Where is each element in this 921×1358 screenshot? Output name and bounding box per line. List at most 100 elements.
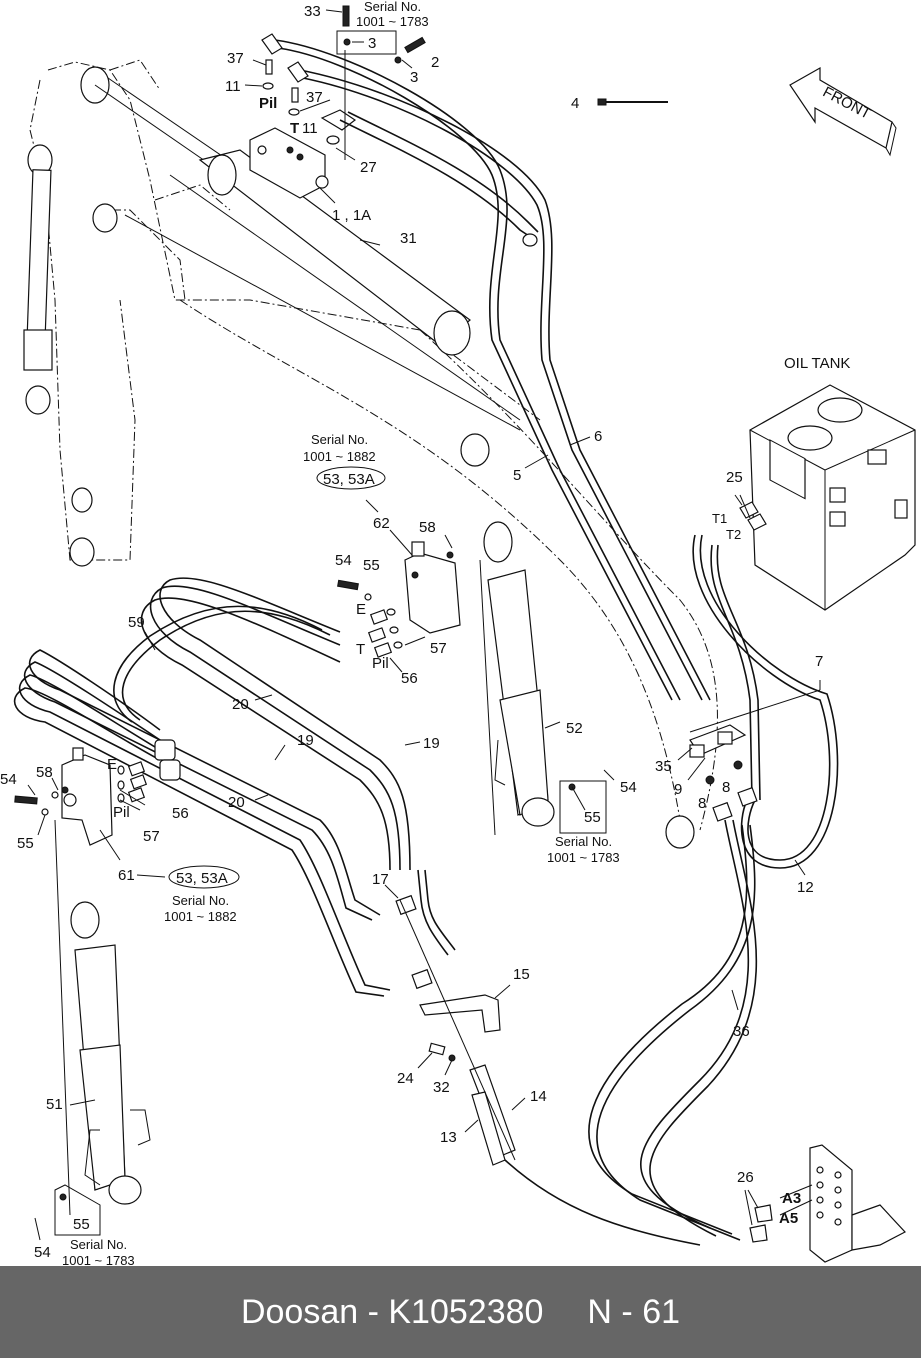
callout-62: 62 — [373, 515, 390, 532]
hose-36 — [588, 819, 758, 1241]
valve-block-61 — [14, 747, 113, 846]
fitting-17 — [395, 894, 701, 1246]
port-label-a3: A3 — [782, 1190, 801, 1207]
front-arrow-icon: FRONT — [789, 66, 897, 157]
callout-31: 31 — [400, 230, 417, 247]
valve-block-62 — [404, 541, 461, 634]
callout-5: 5 — [513, 467, 521, 484]
port-label-t2: T2 — [726, 527, 741, 542]
callout-11: 11 — [225, 78, 241, 95]
footer-page-number: N - 61 — [587, 1292, 681, 1331]
callout-54c: 54 — [620, 779, 637, 796]
port-label-t1: T1 — [712, 511, 727, 526]
fittings-62 — [337, 579, 403, 658]
callout-32: 32 — [433, 1079, 450, 1096]
callout-56b: 56 — [172, 805, 189, 822]
callout-51: 51 — [46, 1096, 63, 1113]
oil-tank — [749, 384, 916, 611]
callout-19: 19 — [297, 732, 314, 749]
callout-2: 2 — [431, 54, 439, 71]
serial-box-55-left — [54, 1184, 101, 1236]
ref-ellipse-bottom — [168, 865, 240, 889]
callout-58b: 58 — [36, 764, 53, 781]
callout-55e: 55 — [73, 1216, 90, 1233]
callout-54e: 54 — [34, 1244, 51, 1261]
callout-6: 6 — [594, 428, 602, 445]
valve-block-1 — [249, 109, 357, 199]
callout-17: 17 — [372, 871, 389, 888]
callout-58: 58 — [419, 519, 436, 536]
callout-36: 36 — [733, 1023, 750, 1040]
bracket-a3-a5 — [749, 1144, 906, 1263]
fittings-61 — [117, 739, 181, 803]
callout-12: 12 — [797, 879, 814, 896]
callout-54d: 54 — [0, 771, 17, 788]
callout-37: 37 — [227, 50, 244, 67]
callout-9: 9 — [674, 781, 682, 798]
tank-hoses — [692, 501, 839, 869]
serial-heading-3: Serial No. — [555, 834, 612, 849]
port-label-pil-mid: Pil — [372, 655, 389, 672]
port-label-t-mid: T — [356, 641, 365, 658]
port-label-e-mid: E — [356, 601, 366, 618]
callout-33: 33 — [304, 3, 321, 20]
cable-tie-4 — [597, 98, 668, 106]
callout-7: 7 — [815, 653, 823, 670]
callout-4: 4 — [571, 95, 579, 112]
callout-37b: 37 — [306, 89, 323, 106]
ref-53-53a-bottom: 53, 53A — [176, 870, 228, 887]
callout-55d: 55 — [17, 835, 34, 852]
callout-19b: 19 — [423, 735, 440, 752]
serial-box-55-right — [559, 780, 607, 834]
callout-57: 57 — [430, 640, 447, 657]
serial-heading-4: Serial No. — [172, 893, 229, 908]
port-label-a5: A5 — [779, 1210, 798, 1227]
oil-tank-label: OIL TANK — [784, 355, 850, 372]
callouts: 33 3 2 3 37 11 37 11 27 1 , 1A 31 4 5 6 … — [0, 3, 823, 1261]
serial-range-1: 1001 ~ 1783 — [356, 14, 429, 29]
leader-lines — [27, 9, 821, 1241]
ref-53-53a-top: 53, 53A — [323, 471, 375, 488]
serial-range-5: 1001 ~ 1783 — [62, 1253, 135, 1266]
footer-bar: Doosan - K1052380 N - 61 — [0, 1266, 921, 1358]
serial-heading-2: Serial No. — [311, 432, 368, 447]
cylinder-51 — [54, 819, 151, 1216]
callout-14: 14 — [530, 1088, 547, 1105]
callout-56: 56 — [401, 670, 418, 687]
port-label-e-left: E — [107, 756, 117, 773]
ref-ellipse-top — [316, 466, 386, 490]
callout-57b: 57 — [143, 828, 160, 845]
serial-range-2: 1001 ~ 1882 — [303, 449, 376, 464]
serial-range-3: 1001 ~ 1783 — [547, 850, 620, 865]
serial-notes: Serial No. 1001 ~ 1783 Serial No. 1001 ~… — [62, 0, 620, 1266]
callout-20: 20 — [232, 696, 249, 713]
callout-26: 26 — [737, 1169, 754, 1186]
callout-3: 3 — [368, 35, 376, 52]
callout-8: 8 — [698, 795, 706, 812]
serial-heading-5: Serial No. — [70, 1237, 127, 1252]
boom-cylinder-31 — [94, 77, 521, 431]
boom-cylinder-left — [23, 169, 53, 415]
hose-bundle-59-19-20 — [13, 577, 456, 997]
callout-20b: 20 — [228, 794, 245, 811]
callout-24: 24 — [397, 1070, 414, 1087]
hydraulic-parts-diagram: FRONT OIL TANK — [0, 0, 916, 1266]
callout-13: 13 — [440, 1129, 457, 1146]
callout-3b: 3 — [410, 69, 418, 86]
callout-61: 61 — [118, 867, 135, 884]
manifold-fittings — [689, 724, 758, 822]
footer-part-number: Doosan - K1052380 — [240, 1292, 544, 1331]
callout-15: 15 — [513, 966, 530, 983]
cylinder-52 — [479, 521, 555, 836]
callout-25: 25 — [726, 469, 743, 486]
callout-55c: 55 — [584, 809, 601, 826]
port-label-pil-left: Pil — [113, 804, 130, 821]
top-hoses — [261, 33, 711, 701]
top-fittings — [262, 5, 426, 145]
callout-35: 35 — [655, 758, 672, 775]
callout-54: 54 — [335, 552, 352, 569]
callout-1-1a: 1 , 1A — [332, 207, 371, 224]
callout-11b: 11 — [302, 120, 318, 137]
callout-59: 59 — [128, 614, 145, 631]
port-label-t-top: T — [290, 120, 299, 137]
